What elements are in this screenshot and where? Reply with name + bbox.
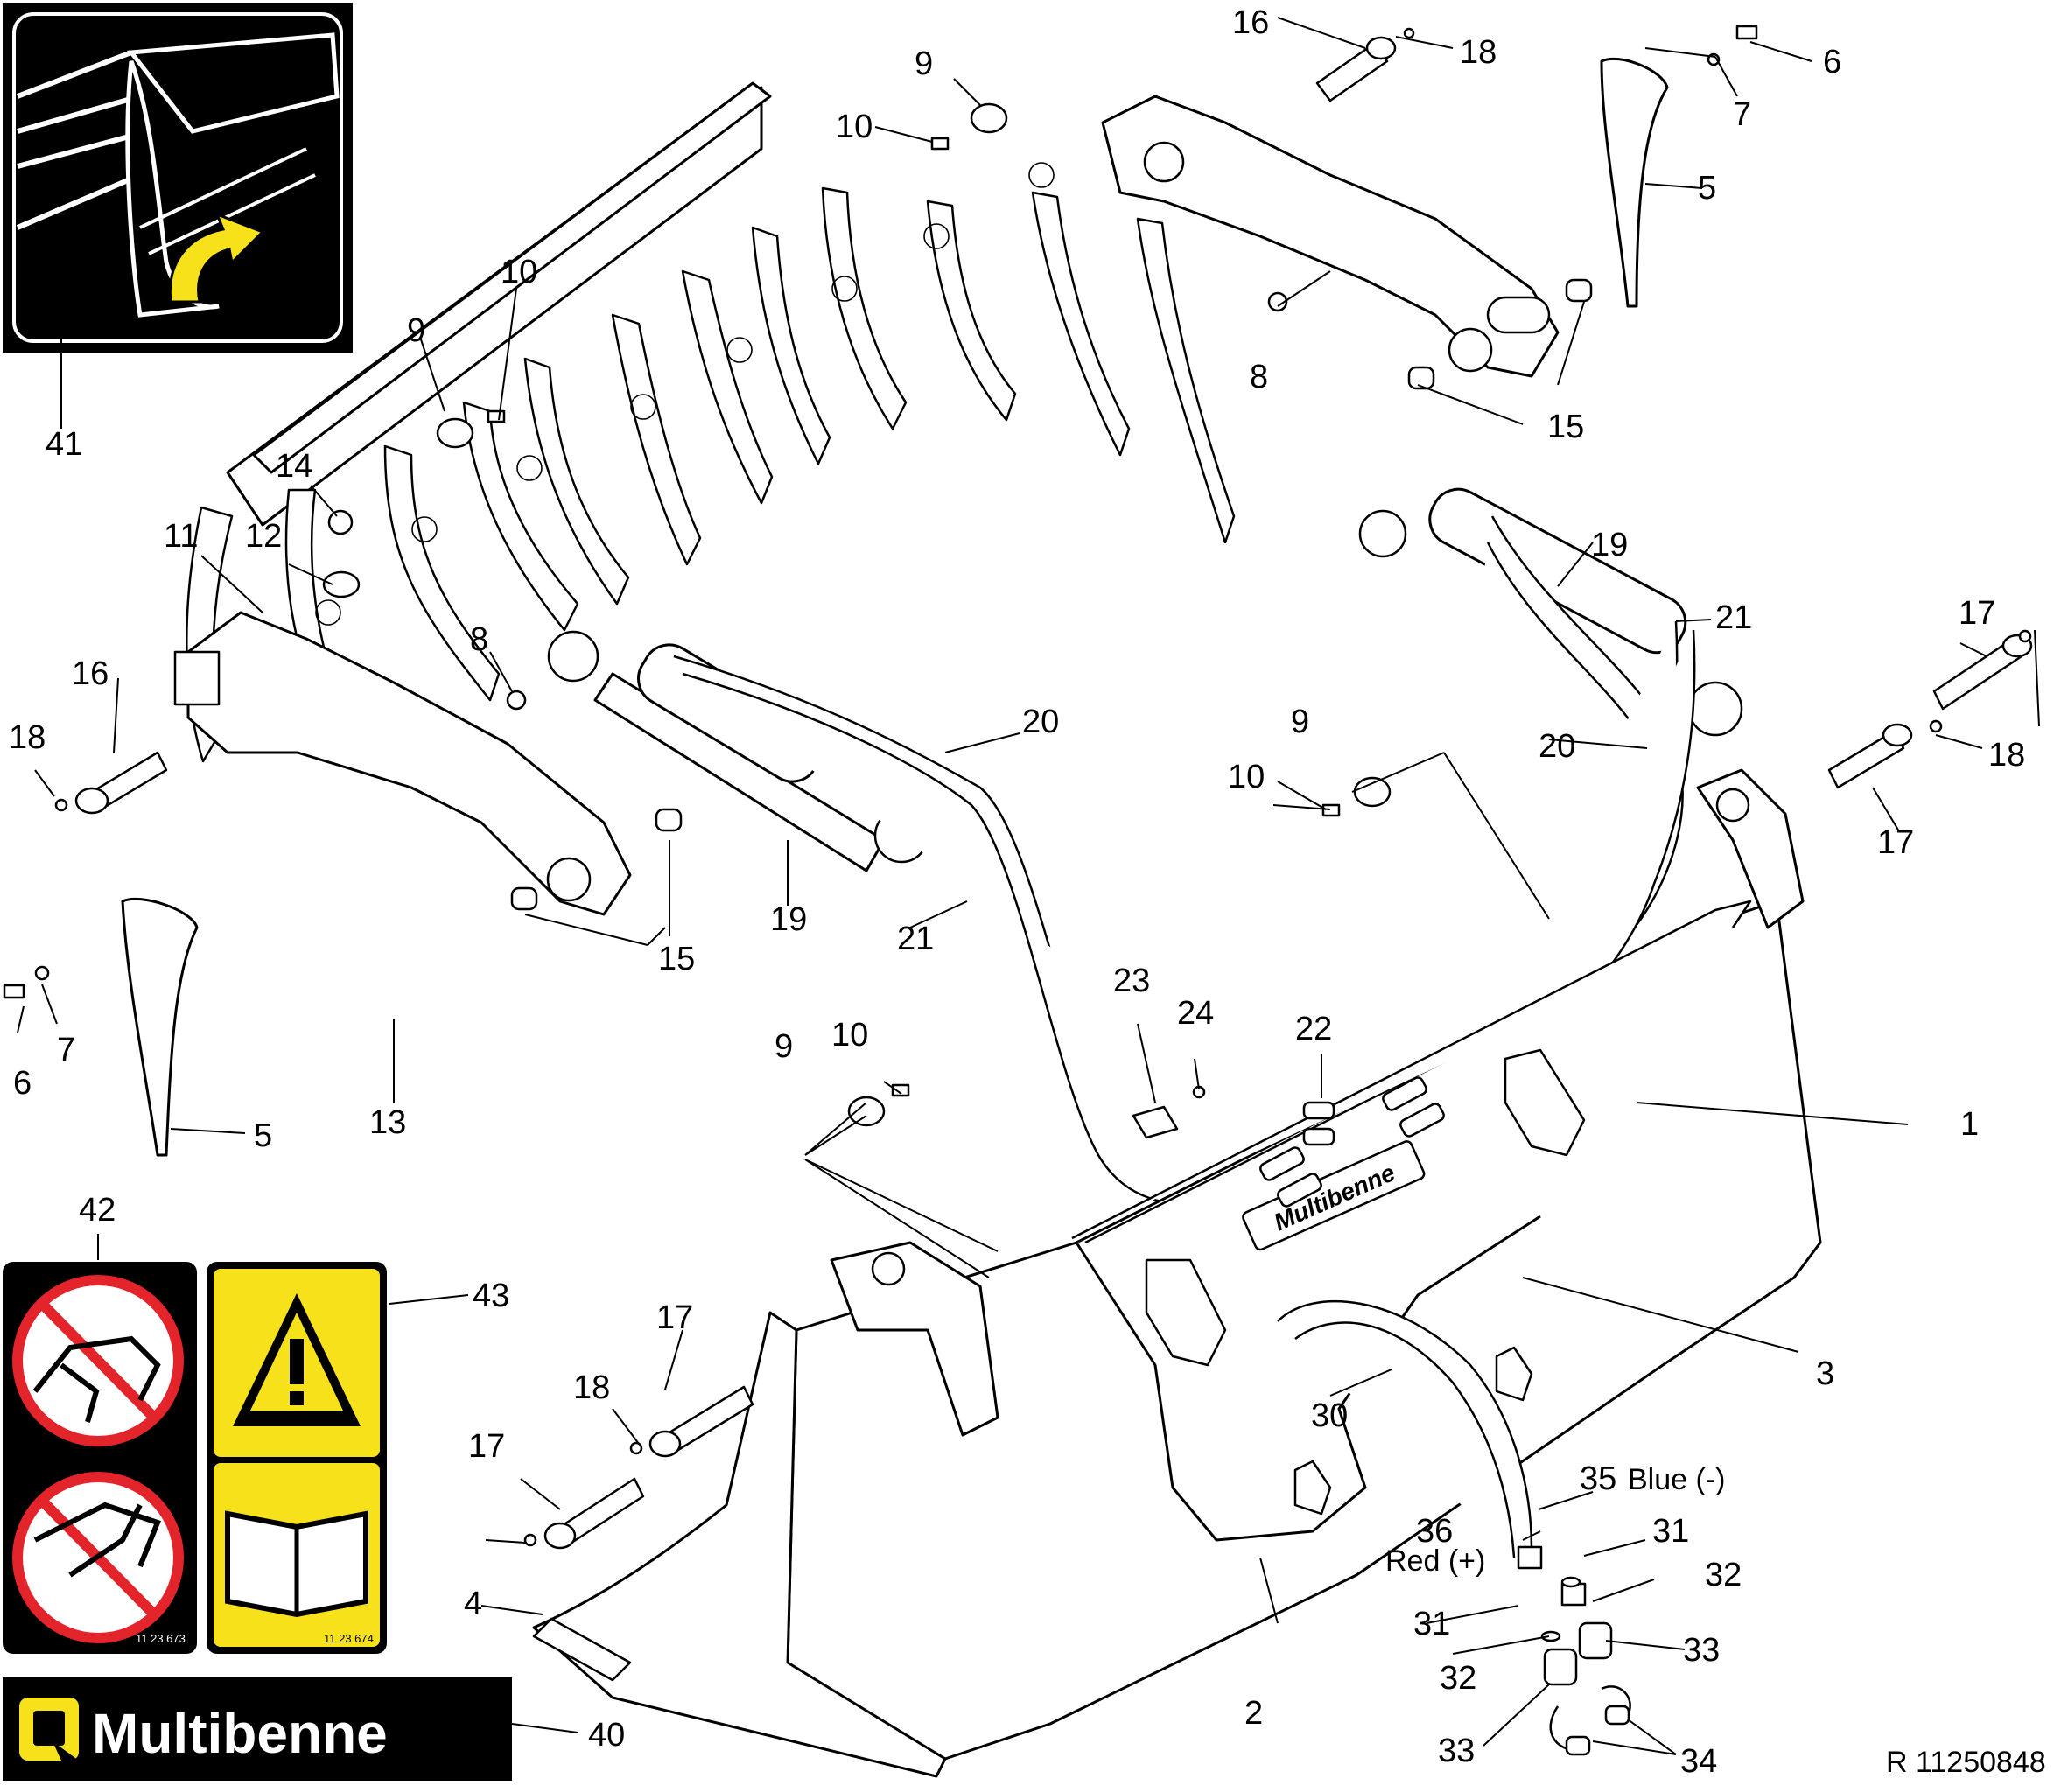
callout-17b: 17 [1877, 824, 1914, 861]
callout-7a: 7 [1733, 96, 1751, 133]
callout-10a: 10 [836, 108, 873, 145]
callout-34: 34 [1680, 1743, 1717, 1780]
callout-18c: 18 [1988, 737, 2025, 774]
callout-5b: 5 [254, 1117, 272, 1154]
callout-17d: 17 [468, 1428, 505, 1465]
callout-19a: 19 [1591, 527, 1628, 564]
callout-18d: 18 [573, 1369, 610, 1406]
hose-label-red: Red (+) [1385, 1544, 1485, 1578]
callout-4: 4 [464, 1586, 482, 1622]
hydraulic-hoses [673, 515, 1696, 1206]
bucket-assembly: Multibenne [532, 768, 1822, 1778]
multibenne-logo: Multibenne ™ [3, 1677, 512, 1781]
drawing-reference: R 11250848 [1886, 1746, 2046, 1779]
callout-30: 30 [1311, 1397, 1348, 1434]
callout-10c: 10 [1228, 759, 1265, 795]
callout-22: 22 [1295, 1011, 1332, 1047]
callout-32b: 32 [1440, 1660, 1476, 1697]
callout-9d: 9 [775, 1028, 793, 1065]
callout-36: 36 [1416, 1513, 1453, 1550]
callout-43: 43 [473, 1278, 509, 1314]
callout-3: 3 [1816, 1355, 1834, 1392]
callout-8a: 8 [1250, 359, 1268, 396]
callout-31a: 31 [1652, 1513, 1689, 1550]
callout-21b: 21 [897, 920, 934, 957]
callout-7b: 7 [57, 1032, 75, 1068]
callout-5a: 5 [1698, 170, 1716, 206]
callout-15b: 15 [658, 941, 695, 977]
callout-20a: 20 [1022, 704, 1059, 740]
callout-17c: 17 [656, 1299, 693, 1336]
loose-parts [3, 24, 2033, 1756]
grab-frame-assembly [173, 81, 1560, 916]
decal-42-prohibition-pictograms: 11 23 673 [3, 1262, 197, 1654]
callout-2: 2 [1244, 1695, 1263, 1732]
callout-16b: 16 [72, 655, 109, 692]
callout-23: 23 [1113, 962, 1150, 999]
callout-9c: 9 [1291, 704, 1309, 740]
decal-43-warning-read-manual: 11 23 674 [207, 1262, 387, 1654]
logo-trademark: ™ [476, 1682, 490, 1697]
callout-labels: 1 2 3 4 5 5 6 6 7 7 8 8 9 9 9 9 10 10 10… [9, 4, 2046, 1780]
callout-41: 41 [46, 426, 82, 463]
callout-14: 14 [276, 448, 312, 485]
decal-code-right: 11 23 674 [324, 1632, 374, 1645]
callout-31b: 31 [1413, 1606, 1450, 1642]
callout-33b: 33 [1438, 1732, 1475, 1769]
callout-12: 12 [245, 518, 282, 555]
leader-lines [17, 17, 2040, 1755]
callout-19b: 19 [770, 901, 807, 938]
callout-10b: 10 [501, 254, 537, 290]
callout-11: 11 [164, 518, 198, 555]
callout-20b: 20 [1539, 728, 1575, 765]
callout-18b: 18 [9, 719, 46, 756]
callout-42: 42 [79, 1192, 116, 1228]
callout-10d: 10 [831, 1017, 868, 1054]
callout-9a: 9 [915, 46, 933, 82]
callout-9b: 9 [407, 312, 425, 349]
callout-6b: 6 [13, 1065, 32, 1102]
logo-text: Multibenne [92, 1702, 388, 1765]
callout-32a: 32 [1705, 1557, 1742, 1593]
callout-24: 24 [1177, 995, 1214, 1032]
callout-16a: 16 [1232, 4, 1269, 41]
callout-33a: 33 [1683, 1632, 1720, 1669]
callout-15a: 15 [1547, 409, 1584, 445]
decal-41-rotation-icon [3, 3, 353, 353]
callout-17a: 17 [1959, 595, 1995, 632]
callout-1: 1 [1960, 1106, 1979, 1143]
callout-8b: 8 [470, 621, 488, 658]
callout-35: 35 [1580, 1460, 1616, 1497]
callout-18a: 18 [1460, 34, 1497, 71]
callout-6a: 6 [1823, 44, 1841, 80]
rotate-arrow-icon [168, 212, 265, 304]
callout-21a: 21 [1715, 599, 1752, 636]
callout-13: 13 [369, 1104, 406, 1141]
hose-label-blue: Blue (-) [1628, 1463, 1725, 1496]
decal-code-left: 11 23 673 [136, 1632, 186, 1645]
callout-40: 40 [588, 1717, 625, 1754]
